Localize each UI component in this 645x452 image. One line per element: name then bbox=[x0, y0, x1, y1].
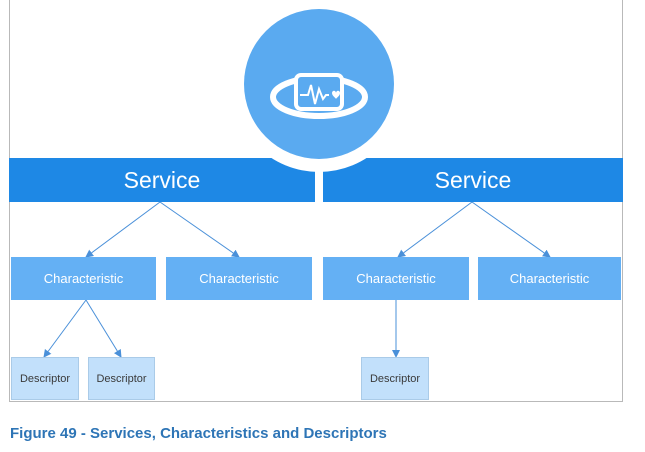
figure-caption: Figure 49 - Services, Characteristics an… bbox=[10, 425, 387, 442]
service-box-1: Service bbox=[9, 158, 315, 202]
descriptor-box-1: Descriptor bbox=[11, 357, 79, 400]
characteristic-box-2: Characteristic bbox=[166, 257, 312, 300]
arrow-char1-desc2 bbox=[85, 299, 122, 358]
arrow-char1-desc1 bbox=[43, 299, 87, 358]
characteristic-box-3: Characteristic bbox=[323, 257, 469, 300]
characteristic-box-1: Characteristic bbox=[11, 257, 156, 300]
heart-rate-wristband-icon bbox=[270, 73, 368, 119]
descriptor-box-2: Descriptor bbox=[88, 357, 155, 400]
arrow-service1-char1 bbox=[85, 201, 161, 258]
descriptor-box-3: Descriptor bbox=[361, 357, 429, 400]
arrow-service1-char2 bbox=[159, 201, 240, 258]
arrow-service2-char4 bbox=[471, 201, 551, 258]
service-box-2: Service bbox=[323, 158, 623, 202]
characteristic-box-4: Characteristic bbox=[478, 257, 621, 300]
arrow-service2-char3 bbox=[397, 201, 473, 258]
